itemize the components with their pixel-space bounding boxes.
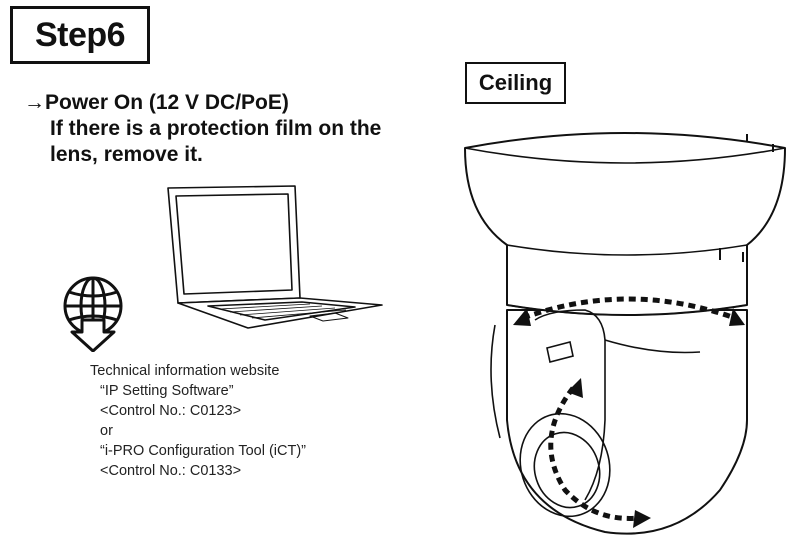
- info-separator: or: [100, 423, 113, 439]
- pan-arrow-left-head: [513, 308, 531, 326]
- instruction-block: →Power On (12 V DC/PoE) If there is a pr…: [24, 90, 381, 168]
- ceiling-label-box: Ceiling: [465, 62, 566, 104]
- info-item1-control: <Control No.: C0123>: [100, 403, 242, 419]
- info-heading: Technical information website: [90, 363, 280, 379]
- instruction-line-1: →Power On (12 V DC/PoE): [24, 91, 289, 114]
- pan-arrow-right-head: [729, 308, 745, 326]
- info-item2-control: <Control No.: C0133>: [100, 463, 242, 479]
- info-item2-name: “i-PRO Configuration Tool (iCT)”: [100, 443, 307, 459]
- instruction-line-2: If there is a protection film on the: [50, 117, 382, 140]
- ceiling-label: Ceiling: [478, 70, 553, 95]
- laptop-illustration: [167, 185, 383, 329]
- instruction-line-3: lens, remove it.: [50, 143, 203, 166]
- dome-camera-illustration: [464, 132, 786, 535]
- arrow-glyph: →: [24, 91, 45, 114]
- globe-download-icon: [63, 276, 123, 352]
- info-item1-name: “IP Setting Software”: [100, 383, 234, 399]
- tilt-arrow-bottom-head: [633, 510, 651, 528]
- technical-info-block: Technical information website “IP Settin…: [90, 361, 306, 481]
- step-heading: Step6: [10, 6, 150, 64]
- rotation-arrows: [522, 296, 736, 521]
- tilt-arrow-top-head: [567, 378, 583, 398]
- step-title: Step6: [34, 15, 126, 54]
